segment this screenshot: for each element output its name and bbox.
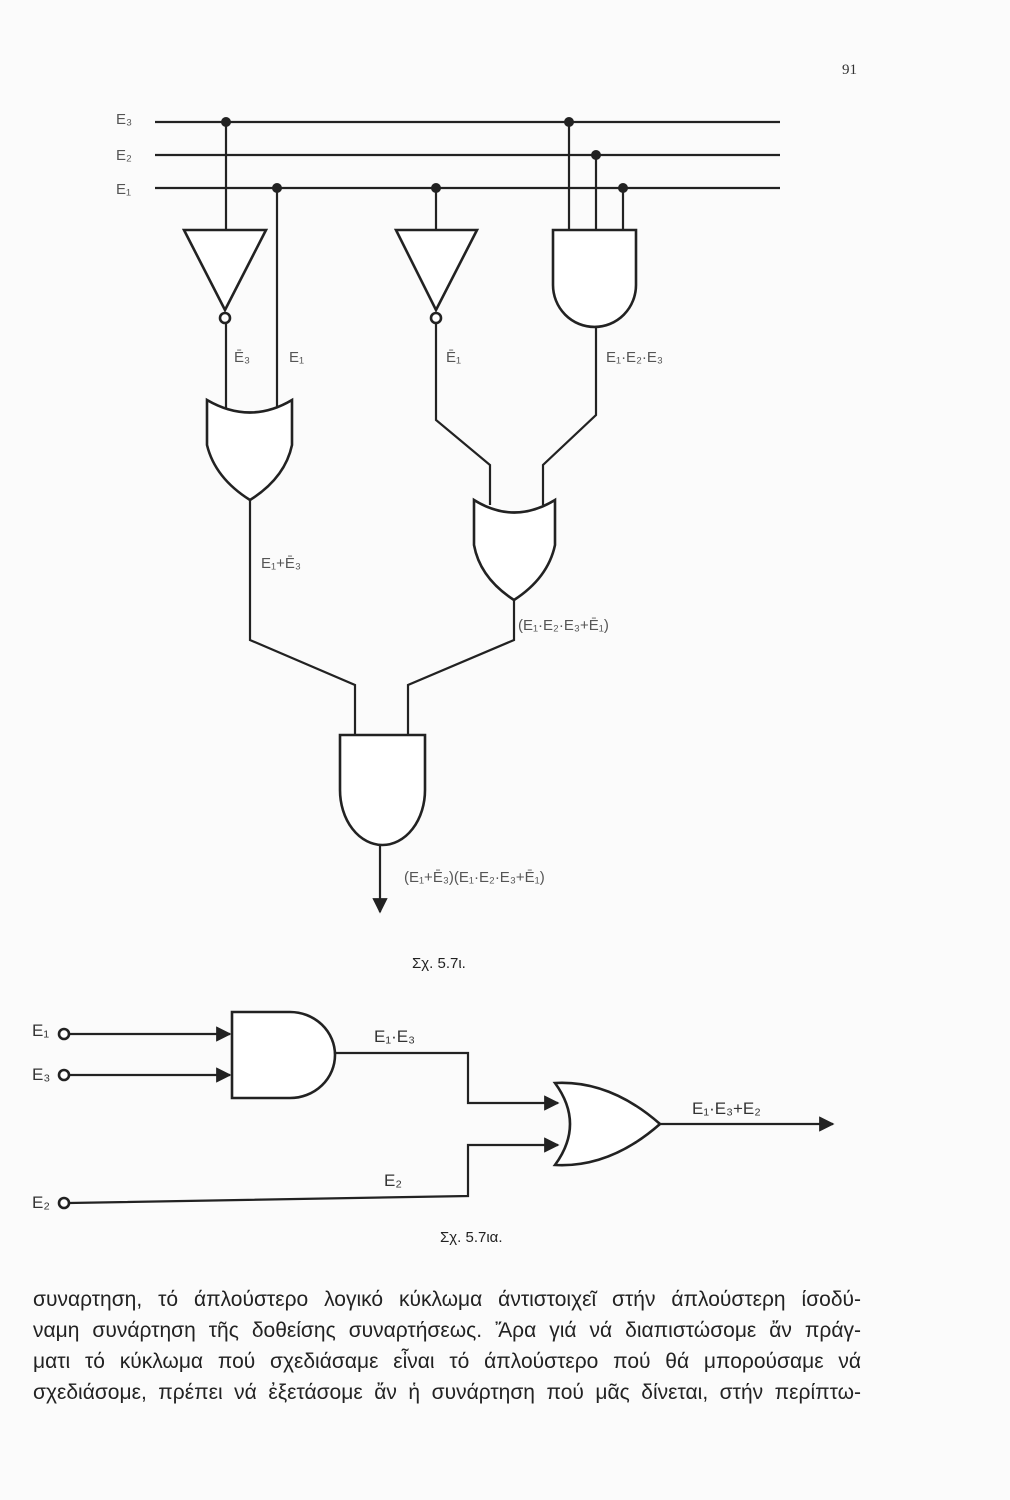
bus-label-e3: E₃ — [116, 111, 132, 128]
input-label-e2: E₂ — [32, 1193, 50, 1212]
bus-label-e1: E₁ — [116, 181, 131, 198]
or-gate — [552, 1081, 662, 1167]
label-or1-output: E₁+Ē₃ — [261, 555, 301, 572]
or-gate-1 — [205, 397, 294, 502]
body-paragraph: συναρτηση, τό άπλούστερο λογικό κύκλωμα … — [33, 1284, 861, 1408]
label-e2-wire: E₂ — [384, 1171, 402, 1190]
and-gate-3-input — [551, 228, 638, 329]
inverter-bubble — [218, 311, 232, 325]
and-gate-output — [338, 733, 427, 847]
label-or2-output: (E₁·E₂·E₃+Ē₁) — [518, 617, 609, 634]
not-gate-e3 — [181, 228, 269, 325]
logic-circuit-figures: 91 E₃ E₂ E₁ — [32, 62, 857, 1246]
input-terminal-e3 — [57, 1068, 71, 1082]
page-number: 91 — [842, 62, 857, 78]
and-gate — [230, 1010, 337, 1100]
label-not-e1: Ē₁ — [446, 349, 461, 366]
label-and-output: E₁·E₃ — [374, 1027, 415, 1046]
bus-label-e2: E₂ — [116, 147, 132, 164]
label-e1: E₁ — [289, 349, 304, 366]
label-or-output: E₁·E₃+E₂ — [692, 1099, 761, 1118]
input-terminal-e2 — [57, 1196, 71, 1210]
figure-5-7i: E₃ E₂ E₁ Ē₃ E₁ — [116, 111, 780, 972]
paragraph-line: ναμη συνάρτηση τῆς δοθείσης συναρτήσεως.… — [33, 1319, 861, 1342]
label-and3-output: E₁·E₂·E₃ — [606, 349, 663, 366]
figure-caption-1: Σχ. 5.7ι. — [412, 955, 466, 972]
not-gate-e1 — [393, 228, 480, 325]
label-final-output: (E₁+Ē₃)(E₁·E₂·E₃+Ē₁) — [404, 869, 545, 886]
figure-caption-2: Σχ. 5.7ια. — [440, 1229, 503, 1246]
input-label-e3: E₃ — [32, 1065, 50, 1084]
input-terminal-e1 — [57, 1027, 71, 1041]
or-gate-2 — [472, 497, 557, 602]
label-not-e3: Ē₃ — [234, 349, 250, 366]
paragraph-line: ματι τό κύκλωμα πού σχεδιάσαμε εἶναι τό … — [33, 1350, 861, 1373]
inverter-bubble — [429, 311, 443, 325]
paragraph-line: σχεδιάσομε, πρέπει νά ἐξετάσομε ἄν ἡ συν… — [33, 1381, 861, 1404]
paragraph-line: συναρτηση, τό άπλούστερο λογικό κύκλωμα … — [33, 1288, 861, 1311]
bus-lines: E₃ E₂ E₁ — [116, 111, 780, 198]
input-label-e1: E₁ — [32, 1021, 49, 1040]
figure-5-7ia: E₁ E₃ E₂ E₁·E₃ E₂ E₁·E₃+E₂ Σχ. 5.7ια. — [32, 1010, 835, 1246]
